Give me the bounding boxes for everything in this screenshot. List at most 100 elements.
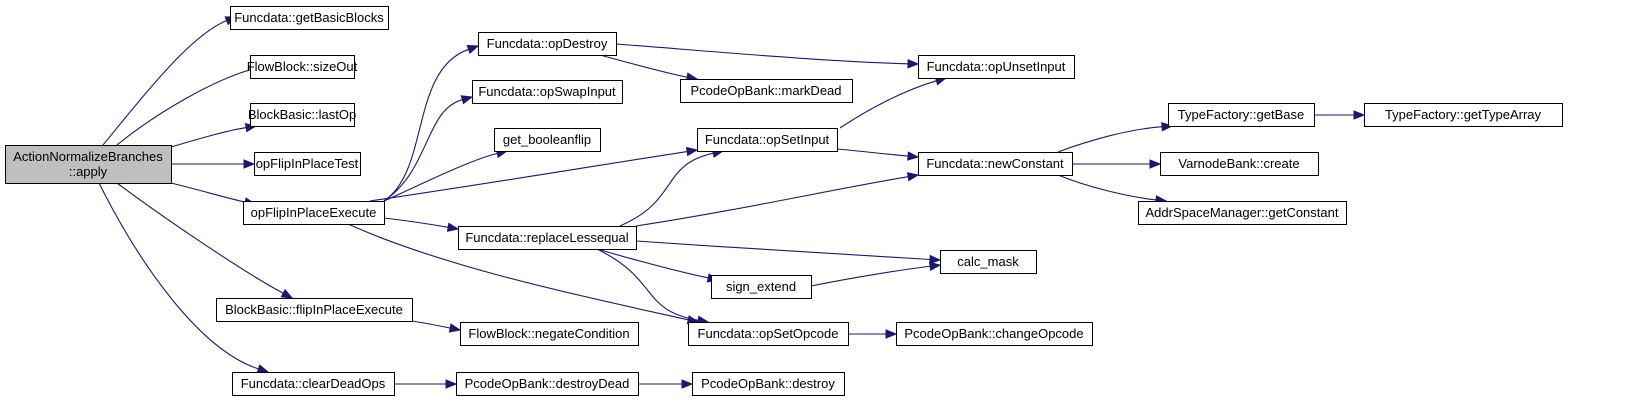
node-last-op[interactable]: BlockBasic::lastOp [248, 103, 356, 127]
edge-op-flip-in-place-execute-to-op-set-input [369, 146, 699, 202]
node-change-opcode[interactable]: PcodeOpBank::changeOpcode [896, 322, 1093, 346]
node-label: AddrSpaceManager::getConstant [1146, 205, 1339, 220]
node-box[interactable] [478, 32, 617, 56]
node-box[interactable] [1168, 103, 1315, 127]
node-box[interactable] [472, 80, 623, 104]
node-box[interactable] [5, 145, 172, 184]
edge-replace-lessequal-to-new-constant [635, 172, 920, 227]
node-clear-dead-ops[interactable]: Funcdata::clearDeadOps [232, 372, 395, 396]
node-box[interactable] [254, 152, 361, 176]
arrow-head-icon [907, 59, 920, 69]
node-replace-lessequal[interactable]: Funcdata::replaceLessequal [458, 226, 637, 250]
node-op-flip-in-place-execute[interactable]: opFlipInPlaceExecute [243, 201, 385, 225]
node-box[interactable] [250, 55, 355, 79]
node-box[interactable] [692, 372, 845, 396]
node-box[interactable] [1160, 152, 1319, 176]
node-label: FlowBlock::sizeOut [247, 59, 358, 74]
node-label: Funcdata::opDestroy [487, 36, 608, 51]
node-root[interactable]: ActionNormalizeBranches::apply [5, 145, 172, 184]
node-box[interactable] [918, 152, 1073, 176]
node-get-type-array[interactable]: TypeFactory::getTypeArray [1364, 103, 1563, 127]
node-create[interactable]: VarnodeBank::create [1160, 152, 1319, 176]
edge-line [836, 148, 909, 157]
edge-op-flip-in-place-execute-to-op-swap-input [383, 95, 474, 202]
node-op-destroy[interactable]: Funcdata::opDestroy [478, 32, 617, 56]
edge-new-constant-to-get-constant [1057, 174, 1168, 205]
node-mark-dead[interactable]: PcodeOpBank::markDead [680, 79, 853, 103]
edge-line [116, 69, 251, 146]
edge-new-constant-to-get-base [1057, 122, 1174, 153]
node-get-basic-blocks[interactable]: Funcdata::getBasicBlocks [230, 6, 389, 30]
edge-op-destroy-to-mark-dead [599, 54, 699, 82]
edge-line [619, 152, 714, 227]
edge-destroy-dead-to-destroy [637, 379, 694, 389]
node-get-constant[interactable]: AddrSpaceManager::getConstant [1138, 201, 1347, 225]
node-label: ::apply [69, 164, 108, 179]
node-box[interactable] [697, 128, 838, 152]
node-label: Funcdata::opSetInput [705, 132, 830, 147]
edge-op-flip-in-place-execute-to-replace-lessequal [383, 217, 460, 232]
node-box[interactable] [711, 275, 812, 299]
edge-replace-lessequal-to-op-set-opcode [596, 248, 710, 325]
edge-line [170, 127, 247, 148]
node-label: BlockBasic::flipInPlaceExecute [225, 302, 403, 317]
node-op-set-opcode[interactable]: Funcdata::opSetOpcode [688, 322, 849, 346]
node-box[interactable] [243, 201, 385, 225]
node-box[interactable] [458, 226, 637, 250]
node-box[interactable] [494, 128, 601, 152]
edge-flip-in-place-execute-to-negate-condition [411, 320, 462, 333]
edge-line [383, 217, 449, 228]
node-label: Funcdata::opSwapInput [478, 84, 616, 99]
node-box[interactable] [460, 322, 639, 346]
node-sign-extend[interactable]: sign_extend [711, 275, 812, 299]
node-box[interactable] [896, 322, 1093, 346]
edge-line [383, 48, 469, 202]
node-box[interactable] [250, 103, 355, 127]
node-label: PcodeOpBank::markDead [690, 83, 841, 98]
node-box[interactable] [456, 372, 639, 396]
edge-replace-lessequal-to-calc-mask [635, 240, 942, 265]
node-box[interactable] [918, 55, 1075, 79]
edge-line [411, 320, 451, 329]
arrow-head-icon [885, 329, 898, 339]
node-box[interactable] [1138, 201, 1347, 225]
arrow-head-icon [460, 95, 474, 105]
node-new-constant[interactable]: Funcdata::newConstant [918, 152, 1073, 176]
edge-line [369, 150, 688, 202]
node-op-swap-input[interactable]: Funcdata::opSwapInput [472, 80, 623, 104]
arrow-head-icon [243, 159, 256, 169]
node-box[interactable] [680, 79, 853, 103]
arrow-head-icon [466, 45, 480, 54]
node-get-base[interactable]: TypeFactory::getBase [1168, 103, 1315, 127]
node-box[interactable] [688, 322, 849, 346]
node-flip-in-place-execute[interactable]: BlockBasic::flipInPlaceExecute [216, 298, 413, 322]
node-box[interactable] [216, 298, 413, 322]
edge-op-set-input-to-op-unset-input [839, 76, 948, 129]
node-label: TypeFactory::getBase [1178, 107, 1304, 122]
node-box[interactable] [232, 372, 395, 396]
node-box[interactable] [940, 250, 1037, 274]
node-get-booleanflip[interactable]: get_booleanflip [494, 128, 601, 152]
node-label: PcodeOpBank::destroyDead [465, 376, 630, 391]
node-label: calc_mask [957, 254, 1019, 269]
node-op-flip-in-place-test[interactable]: opFlipInPlaceTest [254, 152, 361, 176]
node-label: VarnodeBank::create [1178, 156, 1299, 171]
node-calc-mask[interactable]: calc_mask [940, 250, 1037, 274]
node-box[interactable] [1364, 103, 1563, 127]
edge-op-set-opcode-to-change-opcode [848, 329, 898, 339]
arrow-head-icon [448, 323, 462, 333]
node-op-set-input[interactable]: Funcdata::opSetInput [697, 128, 838, 152]
edge-op-destroy-to-op-unset-input [615, 43, 920, 69]
node-box[interactable] [230, 6, 389, 30]
node-destroy[interactable]: PcodeOpBank::destroy [692, 372, 845, 396]
node-destroy-dead[interactable]: PcodeOpBank::destroyDead [456, 372, 639, 396]
node-size-out[interactable]: FlowBlock::sizeOut [247, 55, 358, 79]
node-label: FlowBlock::negateCondition [468, 326, 629, 341]
edge-line [102, 20, 227, 146]
node-op-unset-input[interactable]: Funcdata::opUnsetInput [918, 55, 1075, 79]
edge-op-flip-in-place-execute-to-op-destroy [383, 45, 480, 202]
node-label: Funcdata::newConstant [926, 156, 1064, 171]
arrow-head-icon [445, 379, 458, 389]
arrow-head-icon [1161, 122, 1174, 132]
node-negate-condition[interactable]: FlowBlock::negateCondition [460, 322, 639, 346]
